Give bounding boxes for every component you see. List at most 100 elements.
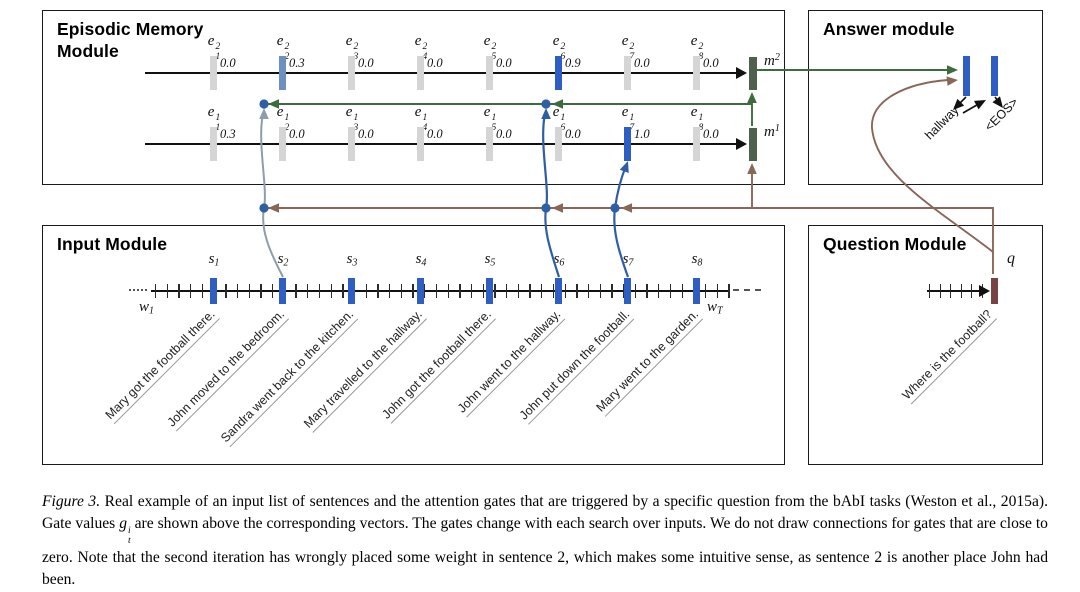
input-module-title: Input Module <box>57 234 168 254</box>
answer-word-eos: <EOS> <box>982 95 1021 134</box>
gate-dot-icon <box>610 203 620 213</box>
input-axis-tail-dashes <box>733 289 761 291</box>
gate-dot-icon <box>259 203 269 213</box>
word-tick <box>155 284 157 298</box>
word-tick <box>400 284 403 298</box>
question-sentence: Where is the football? <box>899 307 998 405</box>
sentence-vector-bar <box>693 278 700 304</box>
question-word-tick <box>971 284 973 298</box>
word-tick <box>634 284 637 298</box>
episode-vector-bar <box>279 56 286 90</box>
word-tick <box>318 284 321 298</box>
episode-vector-bar <box>348 127 355 161</box>
word-tick <box>623 284 625 298</box>
word-tick <box>552 284 555 298</box>
word-tick <box>669 284 672 298</box>
word-tick <box>330 284 332 298</box>
episode-vector-bar <box>486 56 493 90</box>
word-tick <box>681 284 683 298</box>
word-tick <box>424 284 426 298</box>
arrowhead-icon <box>268 203 279 213</box>
episode-vector-bar <box>210 127 217 161</box>
sentence-index-label: s7 <box>622 251 634 269</box>
word-tick <box>201 284 204 298</box>
question-word-tick <box>929 284 931 298</box>
sentence-text: Sandra went back to the kitchen. <box>217 307 359 448</box>
word-tick <box>599 284 601 298</box>
word-tick <box>494 284 496 298</box>
word-tick <box>377 284 379 298</box>
word-tick <box>529 284 531 298</box>
word-tick <box>412 284 414 298</box>
episode-vector-bar <box>417 56 424 90</box>
memory-vector-bar <box>749 128 757 161</box>
word-tick <box>295 284 297 298</box>
caption-figure-number: Figure 3. <box>42 493 101 510</box>
gate-value: 0.3 <box>289 56 305 70</box>
memory-label: m1 <box>764 123 780 140</box>
sentence-index-label: s5 <box>484 251 496 269</box>
sentence-index-label: s4 <box>415 251 427 269</box>
word-tick <box>728 284 730 298</box>
word-tick <box>435 284 438 298</box>
gate-value: 1.0 <box>634 127 650 141</box>
question-axis-arrowhead-icon <box>979 285 990 297</box>
word-tick <box>225 284 227 298</box>
memory-label: m2 <box>764 52 780 69</box>
input-axis-line <box>151 290 729 292</box>
gate-value: 0.9 <box>565 56 581 70</box>
episode-vector-bar <box>486 127 493 161</box>
episode-axis-line <box>145 72 737 74</box>
word-tick <box>178 284 180 298</box>
caption-text-2: are shown above the corresponding vector… <box>42 515 1048 589</box>
word-tick <box>365 284 367 298</box>
word-tick <box>587 284 590 298</box>
gate-value: 0.0 <box>496 56 512 70</box>
gate-value: 0.0 <box>358 127 374 141</box>
sentence-vector-bar <box>486 278 493 304</box>
episodic-module-title: Episodic Memory Module <box>57 19 204 61</box>
caption-math-sub: t <box>128 536 131 547</box>
gate-value: 0.0 <box>427 127 443 141</box>
episode-vector-bar <box>279 127 286 161</box>
gate-value: 0.0 <box>496 127 512 141</box>
word-tick <box>506 284 508 298</box>
caption-math-base: g <box>119 515 127 533</box>
word-tick <box>646 284 648 298</box>
sentence-vector-bar <box>210 278 217 304</box>
question-vector-bar <box>991 278 998 304</box>
episode-vector-bar <box>555 127 562 161</box>
answer-vector-bar <box>963 56 970 96</box>
figure-caption: Figure 3. Real example of an input list … <box>42 491 1048 592</box>
word-tick <box>470 284 473 298</box>
episode-vector-bar <box>693 127 700 161</box>
episode-vector-bar <box>624 56 631 90</box>
sentence-index-label: s3 <box>346 251 358 269</box>
word-tick <box>482 284 484 298</box>
gate-value: 0.0 <box>427 56 443 70</box>
episode-axis-arrowhead-icon <box>736 138 747 150</box>
episode-vector-bar <box>417 127 424 161</box>
gate-value: 0.0 <box>703 56 719 70</box>
gate-value: 0.0 <box>703 127 719 141</box>
input-axis-lead-dots <box>129 289 147 291</box>
episode-axis-arrowhead-icon <box>736 67 747 79</box>
word-tick <box>248 284 250 298</box>
question-word-tick <box>950 284 952 298</box>
sentence-vector-bar <box>279 278 286 304</box>
arrowhead-icon <box>552 203 563 213</box>
gate-dot-icon <box>541 203 551 213</box>
word-tick <box>576 284 578 298</box>
gate-value: 0.0 <box>634 56 650 70</box>
word-tick <box>389 284 391 298</box>
